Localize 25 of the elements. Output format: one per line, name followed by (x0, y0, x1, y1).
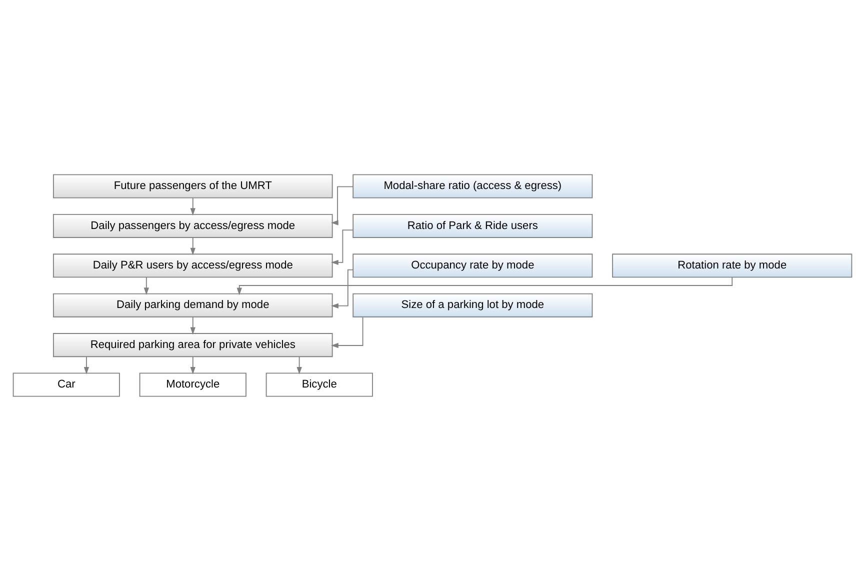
arrow (190, 237, 196, 256)
arrow (190, 197, 196, 216)
node-box: Bicycle (266, 372, 373, 397)
arrow (236, 276, 733, 296)
node-box: Ratio of Park & Ride users (352, 214, 593, 238)
node-box: Required parking area for private vehicles (52, 333, 333, 358)
arrow (144, 276, 149, 295)
arrow (190, 356, 196, 374)
node-box: Motorcycle (139, 372, 246, 397)
node-box: Rotation rate by mode (612, 254, 852, 278)
node-box: Future passengers of the UMRT (52, 174, 333, 198)
arrow (331, 230, 354, 265)
node-box: Occupancy rate by mode (352, 254, 593, 278)
arrow (331, 316, 364, 348)
arrow (190, 316, 196, 335)
node-box: Daily P&R users by access/egress mode (52, 254, 333, 278)
arrow (84, 356, 90, 374)
node-box: Daily parking demand by mode (52, 293, 333, 318)
arrow (331, 269, 354, 308)
node-box: Size of a parking lot by mode (352, 293, 593, 318)
arrow (296, 356, 302, 374)
node-box: Modal-share ratio (access & egress) (352, 174, 593, 198)
node-box: Car (12, 372, 120, 397)
arrow (330, 186, 354, 226)
node-box: Daily passengers by access/egress mode (52, 214, 333, 238)
